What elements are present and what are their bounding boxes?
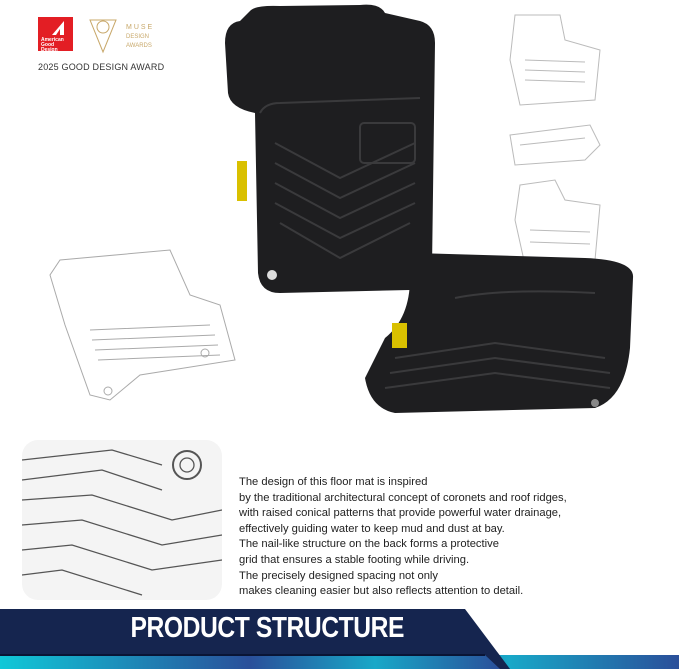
svg-text:MUSE: MUSE bbox=[126, 24, 154, 31]
award-caption: 2025 GOOD DESIGN AWARD bbox=[38, 62, 165, 72]
description-line: makes cleaning easier but also reflects … bbox=[239, 585, 524, 598]
description-line: The nail-like structure on the back form… bbox=[239, 538, 499, 551]
section-banner bbox=[0, 609, 679, 669]
floor-mat-side bbox=[365, 253, 634, 413]
mat-detail-closeup bbox=[22, 440, 222, 600]
mat-sketch-left bbox=[49, 249, 236, 401]
description-line: by the traditional architectural concept… bbox=[239, 491, 567, 504]
american-good-design-logo: American Good Design bbox=[38, 17, 73, 53]
brand-label bbox=[237, 161, 247, 201]
product-description: The design of this floor mat is inspired… bbox=[239, 475, 679, 600]
muse-design-awards-logo: MUSE DESIGN AWARDS bbox=[89, 19, 154, 54]
description-line: grid that ensures a stable footing while… bbox=[239, 553, 470, 566]
svg-text:AWARDS: AWARDS bbox=[126, 43, 152, 49]
banner-title: PRODUCT STRUCTURE bbox=[130, 612, 405, 644]
logo-mark-icon bbox=[52, 21, 64, 35]
description-line: The precisely designed spacing not only bbox=[239, 569, 439, 582]
mat-sketches-right bbox=[509, 14, 601, 266]
svg-text:DESIGN: DESIGN bbox=[126, 34, 149, 40]
logo-text: American Good Design bbox=[41, 37, 64, 53]
description-line: with raised conical patterns that provid… bbox=[239, 507, 562, 520]
description-line: effectively guiding water to keep mud an… bbox=[239, 522, 505, 535]
floor-mat-front bbox=[225, 4, 435, 294]
description-line: The design of this floor mat is inspired bbox=[239, 476, 428, 488]
